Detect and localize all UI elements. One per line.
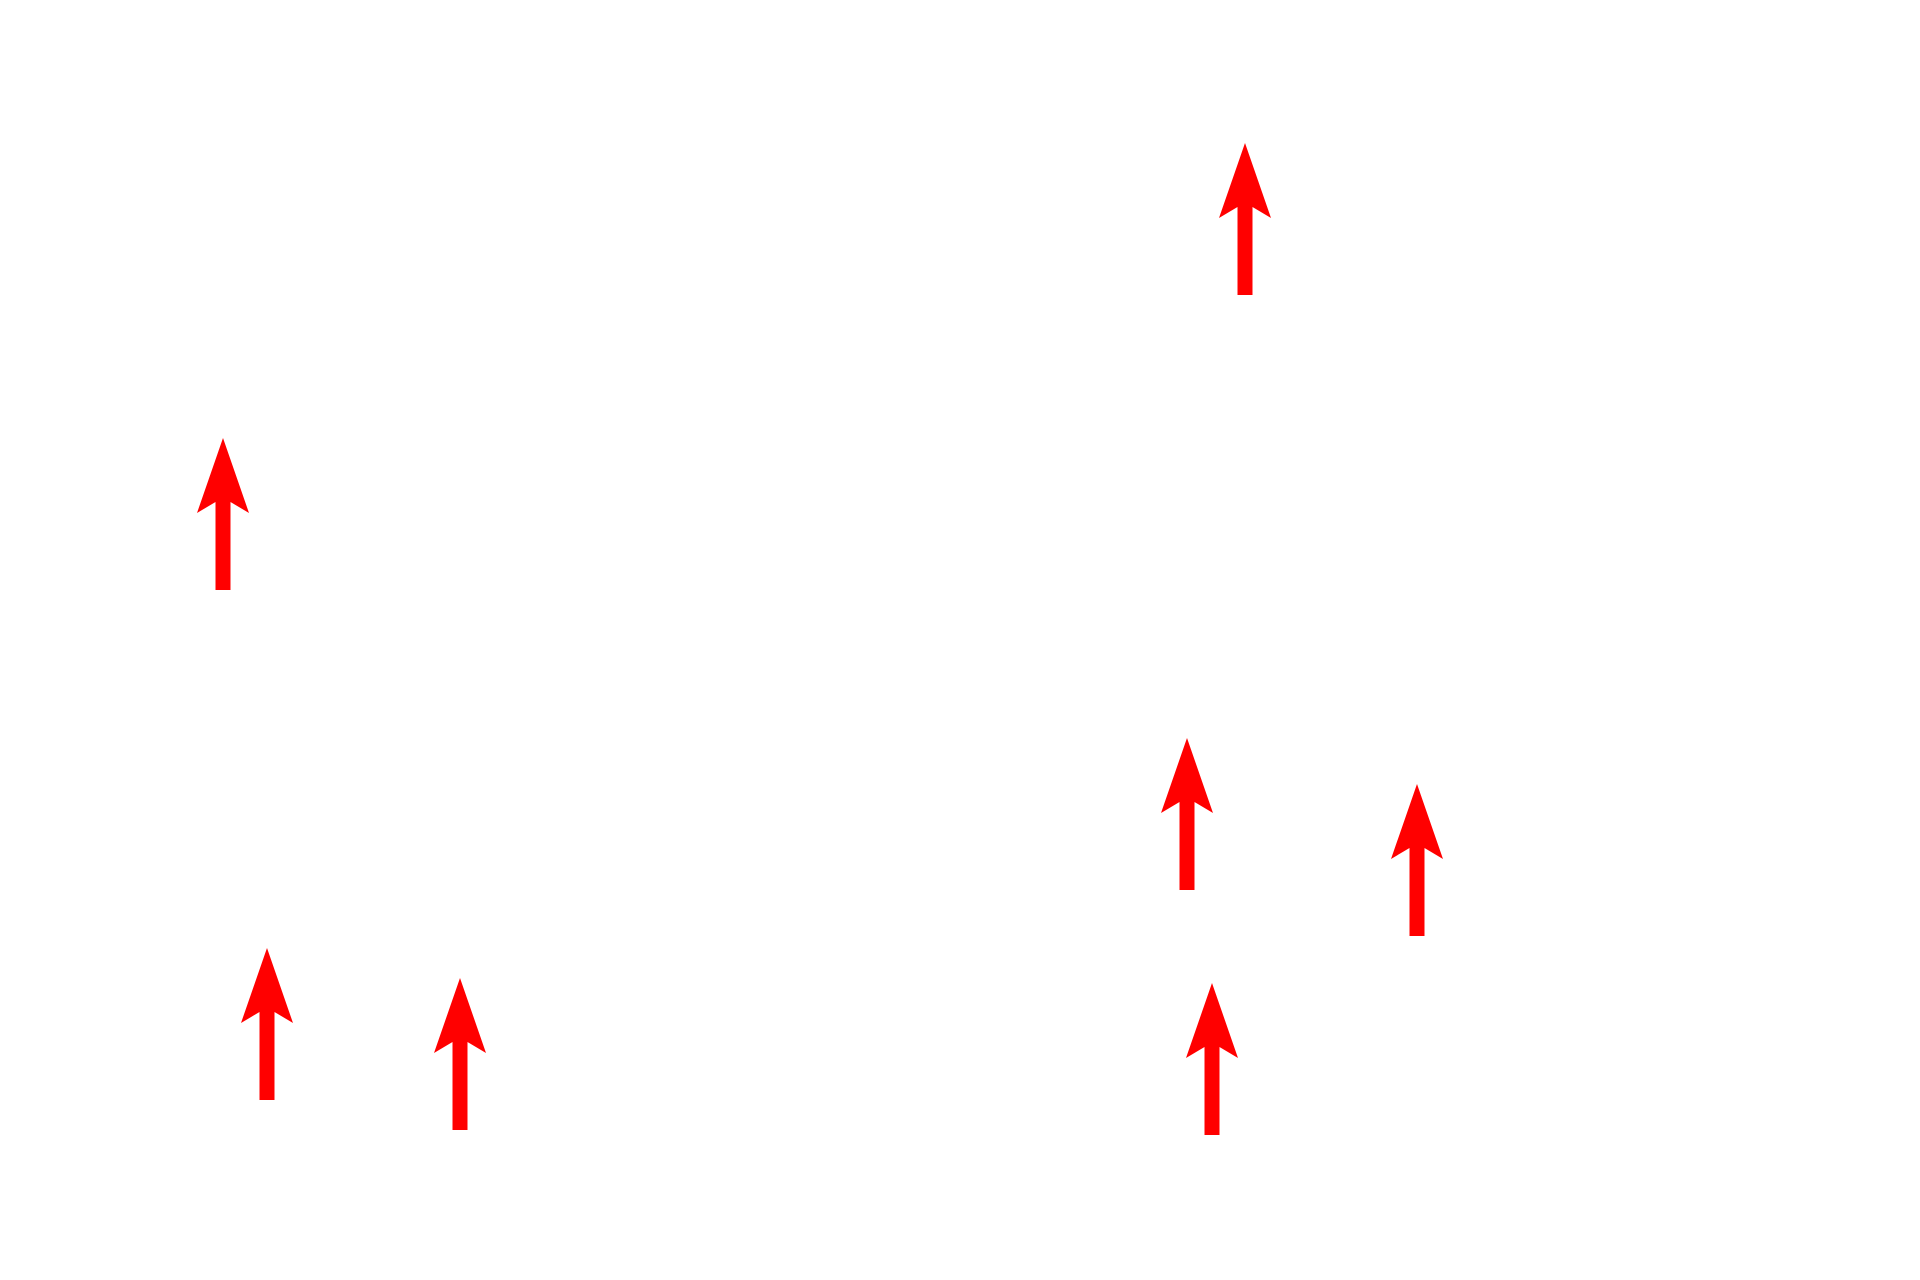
arrow-up-icon — [1219, 143, 1271, 295]
arrow-up-icon — [1391, 784, 1443, 936]
arrow-up-icon — [1161, 738, 1213, 890]
arrow-up-icon — [434, 978, 486, 1130]
arrow-up-icon — [1186, 983, 1238, 1135]
arrow-up-icon — [241, 948, 293, 1100]
arrow-up-icon — [197, 438, 249, 590]
